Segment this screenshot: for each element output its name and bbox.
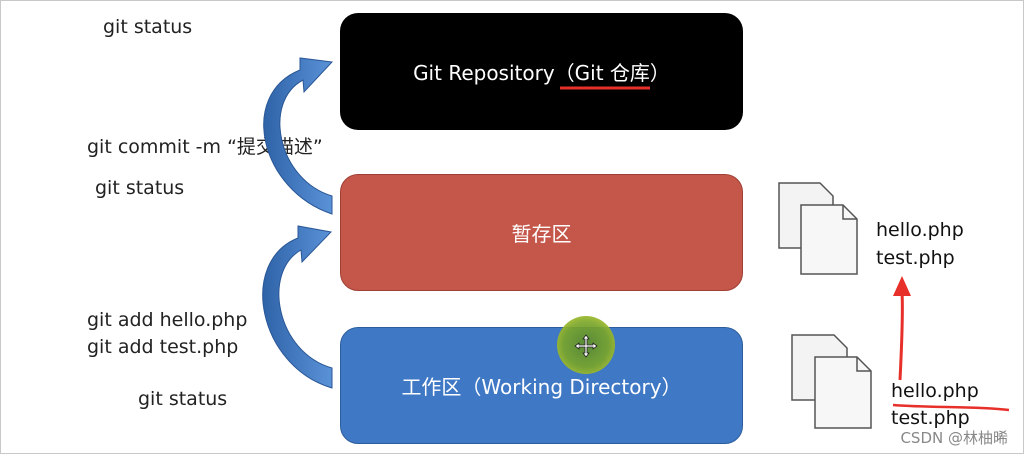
staged-file-test: test.php [876,247,955,269]
cmd-git-status-top: git status [103,16,193,38]
cmd-git-commit: git commit -m “提交描述” [87,136,323,158]
cmd-git-status-bottom: git status [138,388,228,410]
work-file-test: test.php [891,407,970,429]
curved-arrow-up-add [262,225,333,389]
file-stack-icon-work [791,334,872,429]
work-file-hello: hello.php [891,380,979,402]
work-files-underline-annotation [892,403,1010,412]
staging-area-box: 暂存区 [340,174,743,291]
staging-area-label: 暂存区 [511,222,572,246]
working-directory-label: 工作区（Working Directory） [401,375,682,399]
red-arrow-up-annotation [893,276,911,381]
file-stack-icon-staged [778,182,858,275]
git-repository-box: Git Repository（Git 仓库） [340,13,743,130]
staged-file-hello: hello.php [876,219,964,241]
curved-arrow-up-commit [263,57,334,215]
watermark: CSDN @林柚晞 [900,429,1008,447]
cmd-git-status-mid: git status [95,177,185,199]
working-directory-box: 工作区（Working Directory） [340,327,743,444]
git-repository-label: Git Repository（Git 仓库） [413,61,670,85]
move-cursor-icon [574,334,598,358]
cmd-git-add-hello: git add hello.php [87,309,248,331]
cmd-git-add-test: git add test.php [87,336,239,358]
